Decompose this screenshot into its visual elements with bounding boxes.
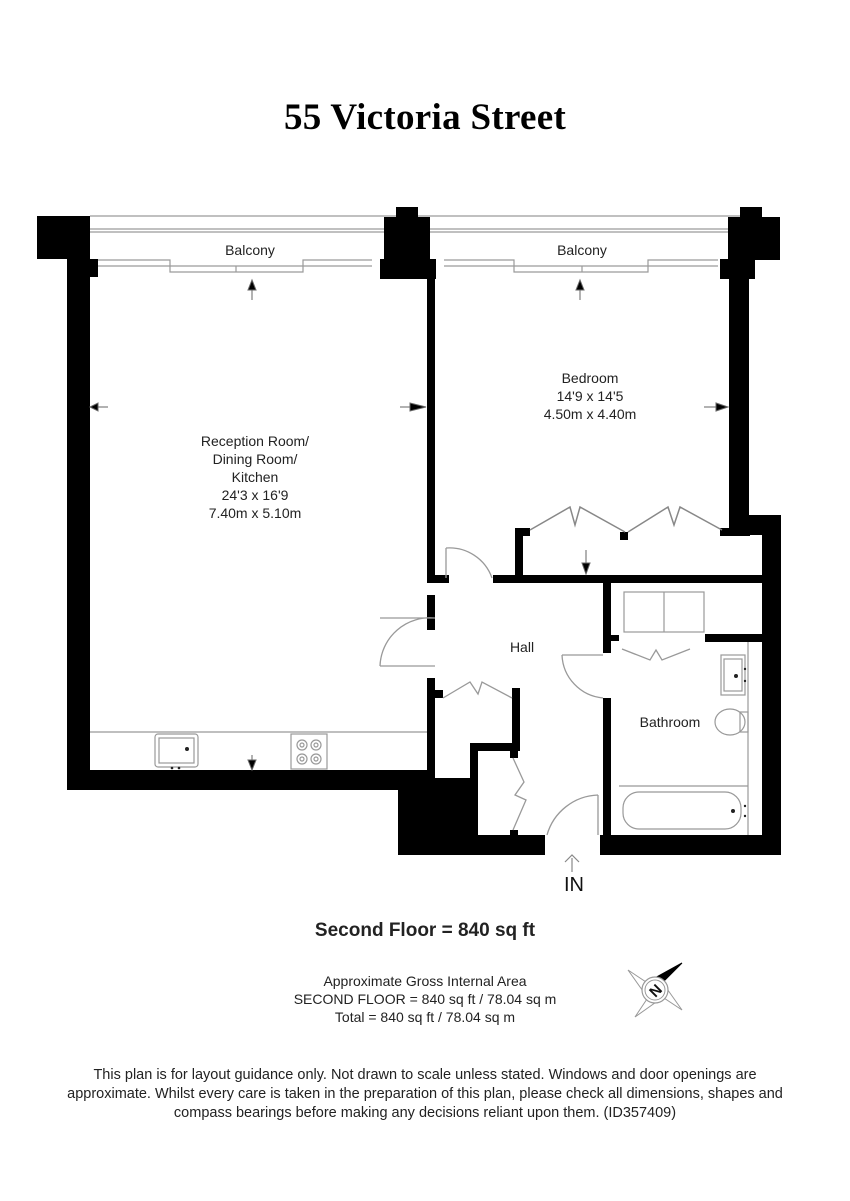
- bedroom-metric: 4.50m x 4.40m: [543, 406, 637, 422]
- bathroom-taps: [731, 667, 747, 818]
- entrance-arrow-icon: [564, 854, 580, 872]
- room-label-bathroom: Bathroom: [639, 714, 701, 730]
- room-label-balcony-right: Balcony: [557, 242, 607, 258]
- gross-internal-area: Approximate Gross Internal Area SECOND F…: [0, 972, 850, 1026]
- wardrobe-doors-bedroom: [529, 505, 723, 533]
- walls: [37, 207, 781, 855]
- floor-area-headline: Second Floor = 840 sq ft: [314, 920, 536, 941]
- entrance-label: IN: [564, 874, 584, 896]
- area-line-2: SECOND FLOOR = 840 sq ft / 78.04 sq m: [293, 991, 557, 1007]
- reception-name-line-2: Dining Room/: [212, 451, 298, 467]
- bedroom-name: Bedroom: [561, 370, 619, 386]
- room-label-bedroom: Bedroom 14'9 x 14'5 4.50m x 4.40m: [530, 369, 650, 423]
- doors: [379, 547, 691, 836]
- bedroom-imperial: 14'9 x 14'5: [556, 388, 624, 404]
- area-line-3: Total = 840 sq ft / 78.04 sq m: [334, 1009, 516, 1025]
- page-title: 55 Victoria Street: [283, 97, 567, 138]
- compass-north-icon: N: [627, 962, 683, 1018]
- sink-taps: [170, 747, 189, 770]
- disclaimer-text: This plan is for layout guidance only. N…: [67, 1067, 783, 1121]
- reception-metric: 7.40m x 5.10m: [208, 505, 302, 521]
- reception-name-line-3: Kitchen: [231, 469, 279, 485]
- reception-imperial: 24'3 x 16'9: [221, 487, 289, 503]
- bathroom-fixtures: [619, 591, 749, 835]
- kitchen-counter: [90, 731, 427, 770]
- room-label-reception: Reception Room/ Dining Room/ Kitchen 24'…: [180, 432, 330, 522]
- room-label-hall: Hall: [509, 639, 535, 655]
- area-line-1: Approximate Gross Internal Area: [323, 973, 527, 989]
- room-label-balcony-left: Balcony: [225, 242, 275, 258]
- reception-name-line-1: Reception Room/: [200, 433, 310, 449]
- dimension-arrows: [88, 278, 730, 772]
